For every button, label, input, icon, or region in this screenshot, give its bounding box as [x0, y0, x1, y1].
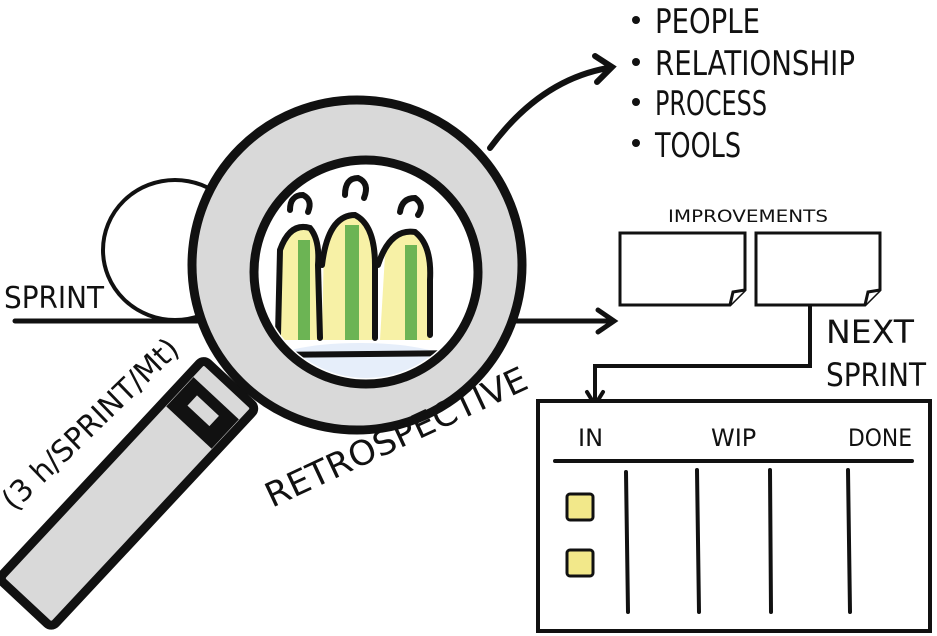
next-label: NEXT	[826, 313, 914, 351]
sprint-label-2: SPRINT	[826, 356, 926, 394]
next-sprint-arrow	[585, 304, 812, 409]
task-card	[565, 548, 595, 578]
improvement-note	[754, 231, 882, 307]
improvements-label: IMPROVEMENTS	[668, 207, 828, 227]
sprint-label: SPRINT	[4, 281, 105, 316]
focus-list: PEOPLE RELATIONSHIP PROCESS TOOLS	[632, 2, 855, 166]
kanban-board: IN WIP DONE	[536, 399, 932, 633]
task-card	[565, 492, 595, 522]
bullet-process: PROCESS	[655, 84, 767, 124]
magnifier-icon	[187, 95, 527, 435]
bullet-dot	[632, 139, 640, 147]
bullet-people: PEOPLE	[655, 2, 760, 42]
bullet-dot	[632, 98, 640, 106]
bullet-relationship: RELATIONSHIP	[655, 44, 855, 84]
arrow-to-list	[487, 53, 617, 151]
bullet-dot	[632, 16, 640, 24]
magnifier-handle	[0, 357, 259, 630]
improvement-note	[618, 231, 747, 307]
column-in: IN	[578, 424, 603, 452]
bullet-dot	[632, 58, 640, 66]
column-done: DONE	[848, 424, 912, 452]
bullet-tools: TOOLS	[654, 126, 741, 166]
column-wip: WIP	[711, 424, 756, 452]
